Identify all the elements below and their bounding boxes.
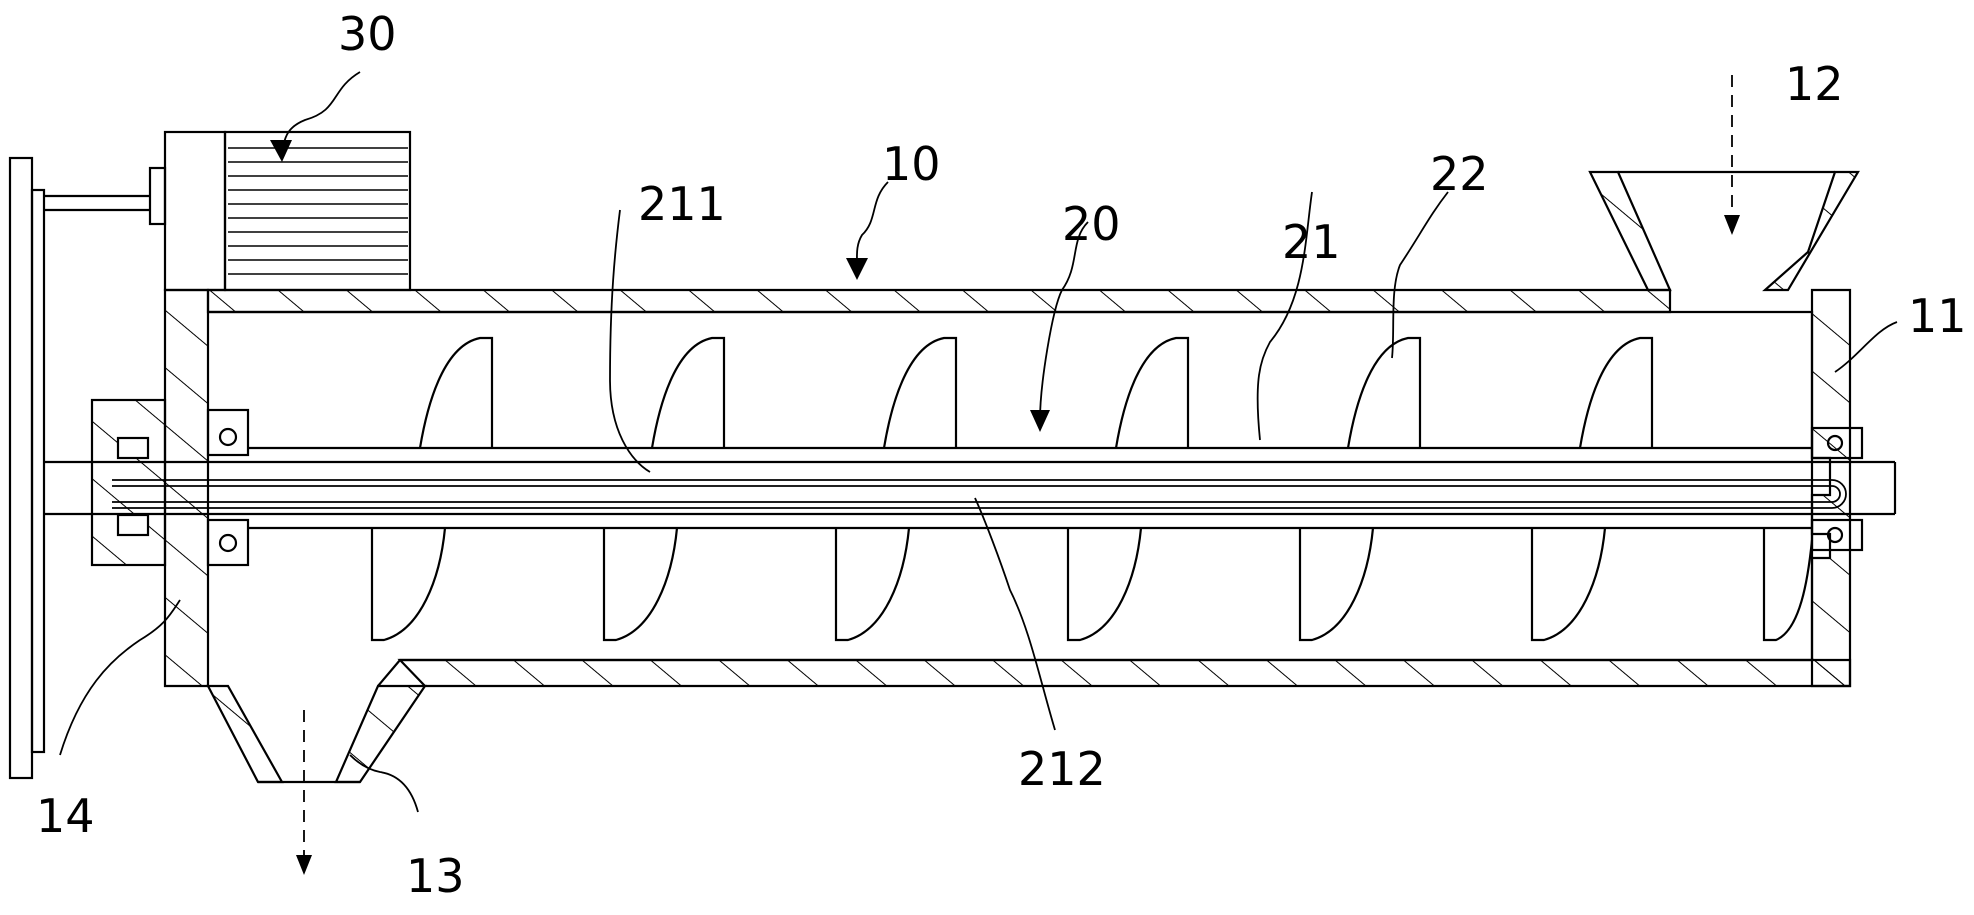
inner-u-channel [112, 479, 1847, 509]
label-11: 11 [1908, 289, 1967, 343]
leader-lines [59, 71, 1898, 813]
housing-bottom-wall [397, 658, 1852, 688]
flow-arrowheads [296, 215, 1740, 875]
reference-numerals: 30 10 211 20 21 22 12 11 14 212 13 [36, 7, 1967, 903]
hollow-shaft [44, 446, 1897, 530]
label-10: 10 [882, 137, 941, 191]
inlet-hopper [1588, 170, 1860, 292]
label-212: 212 [1018, 742, 1106, 796]
housing-top-wall [206, 288, 1672, 314]
label-211: 211 [638, 177, 726, 231]
label-13: 13 [406, 849, 465, 903]
label-20: 20 [1062, 197, 1121, 251]
chamber-inner-outline [208, 310, 1814, 687]
screw-blades-lower [370, 527, 1814, 642]
label-21: 21 [1282, 215, 1341, 269]
label-30: 30 [338, 7, 397, 61]
drive-pulley [8, 156, 150, 780]
label-14: 14 [36, 789, 95, 843]
outlet-funnel [206, 684, 428, 784]
end-plate-left [163, 288, 210, 688]
right-bearings [1810, 426, 1864, 552]
arrowheads [270, 140, 1050, 432]
screw-blades-upper [418, 336, 1654, 449]
left-bearing-block [90, 398, 250, 567]
flow-arrows [303, 75, 1733, 862]
label-22: 22 [1430, 147, 1489, 201]
label-12: 12 [1785, 57, 1844, 111]
